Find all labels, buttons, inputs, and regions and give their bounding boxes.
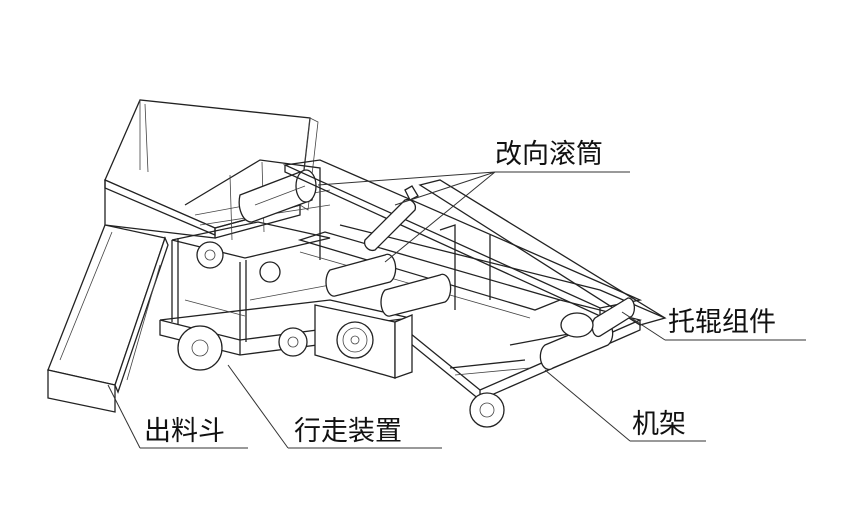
label-frame: 机架 [632,409,686,440]
label-travel-device: 行走装置 [294,416,402,447]
sprocket-panel [314,304,413,379]
label-idler-assembly: 托辊组件 [668,307,776,338]
discharge-chute [47,224,169,413]
travel-wheels [177,241,505,428]
incline-idlers [325,185,636,371]
label-discharge-hopper: 出料斗 [144,416,225,447]
inclined-frame [282,159,667,326]
hopper-box [104,99,319,239]
leader-lines [107,171,806,449]
label-redirect-drum: 改向滚筒 [495,139,603,170]
